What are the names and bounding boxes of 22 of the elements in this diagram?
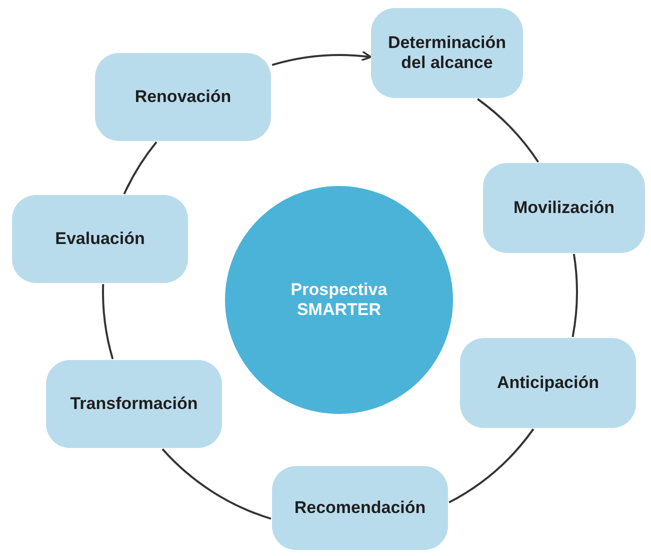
- connector-arc: [102, 284, 114, 360]
- node-label: Recomendación: [294, 498, 426, 518]
- step-box: [272, 466, 448, 550]
- node-label: Transformación: [70, 394, 198, 414]
- connector-arc: [123, 141, 158, 194]
- connector-arc: [476, 98, 539, 163]
- step-box: [483, 163, 645, 253]
- node-label: Renovación: [134, 86, 232, 108]
- step-box: [46, 360, 222, 448]
- step-box: [371, 8, 523, 98]
- node-label: Prospectiva SMARTER: [290, 280, 388, 320]
- connector-arc: [162, 448, 272, 520]
- connector-arc: [572, 254, 578, 338]
- node-label: Determinación del alcance: [386, 32, 508, 74]
- arrow: [272, 50, 372, 66]
- node-label: Movilización: [513, 198, 615, 218]
- node-label: Evaluación: [55, 228, 145, 250]
- connector-arc: [448, 428, 534, 504]
- step-box: [95, 53, 271, 141]
- step-box: [12, 195, 188, 283]
- node-label: Anticipación: [496, 372, 599, 394]
- step-box: [460, 338, 636, 428]
